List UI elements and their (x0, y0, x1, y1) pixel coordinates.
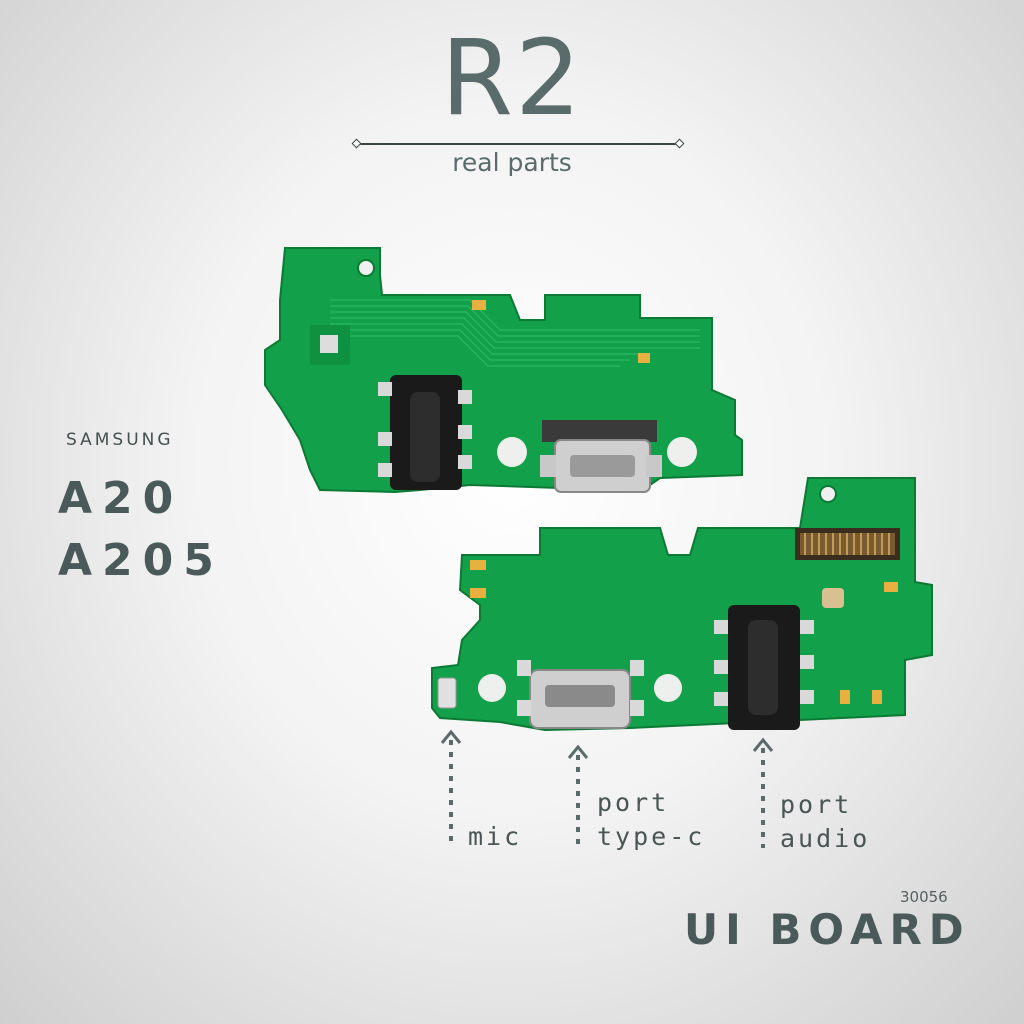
product-code: 30056 (900, 888, 948, 906)
callout-mic: mic (468, 822, 523, 851)
callout-port-typec: port type-c (597, 786, 705, 854)
callout-port-audio: port audio (780, 788, 870, 856)
callout-port-typec-line2: type-c (597, 822, 706, 851)
callout-port-audio-line2: audio (780, 824, 871, 853)
model-a20: A20 (58, 473, 184, 524)
brand-divider (357, 143, 680, 145)
callout-arrows (440, 729, 774, 848)
product-name: UI BOARD (684, 905, 971, 954)
manufacturer-label: SAMSUNG (66, 430, 174, 450)
model-a205: A205 (58, 535, 224, 586)
callout-port-audio-line1: port (780, 790, 853, 819)
callout-port-typec-line1: port (597, 788, 670, 817)
ui-board-front-view (431, 477, 933, 732)
ui-board-back-view (264, 247, 743, 494)
brand-logo: R2 (440, 17, 584, 139)
tagline: real parts (452, 148, 572, 177)
